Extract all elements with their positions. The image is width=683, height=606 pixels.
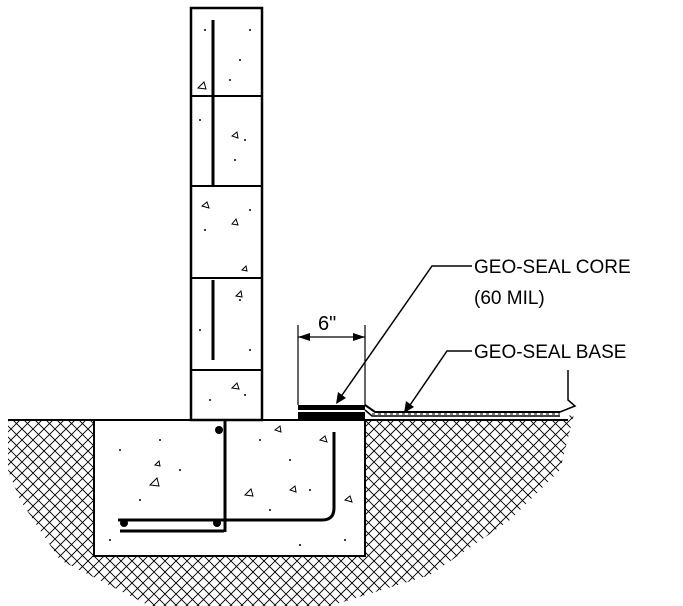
block-wall [189,6,264,422]
concrete-footing [93,340,366,557]
core-label-line2: (60 MIL) [474,288,545,309]
dimension-6in [297,325,366,405]
base-label: GEO-SEAL BASE [474,342,626,363]
leader-base [404,350,472,413]
core-label-line1: GEO-SEAL CORE [474,257,631,278]
geo-seal-membrane [298,370,577,420]
dimension-label: 6" [318,313,336,335]
leader-core [336,265,472,404]
concrete-stipple [109,29,353,546]
